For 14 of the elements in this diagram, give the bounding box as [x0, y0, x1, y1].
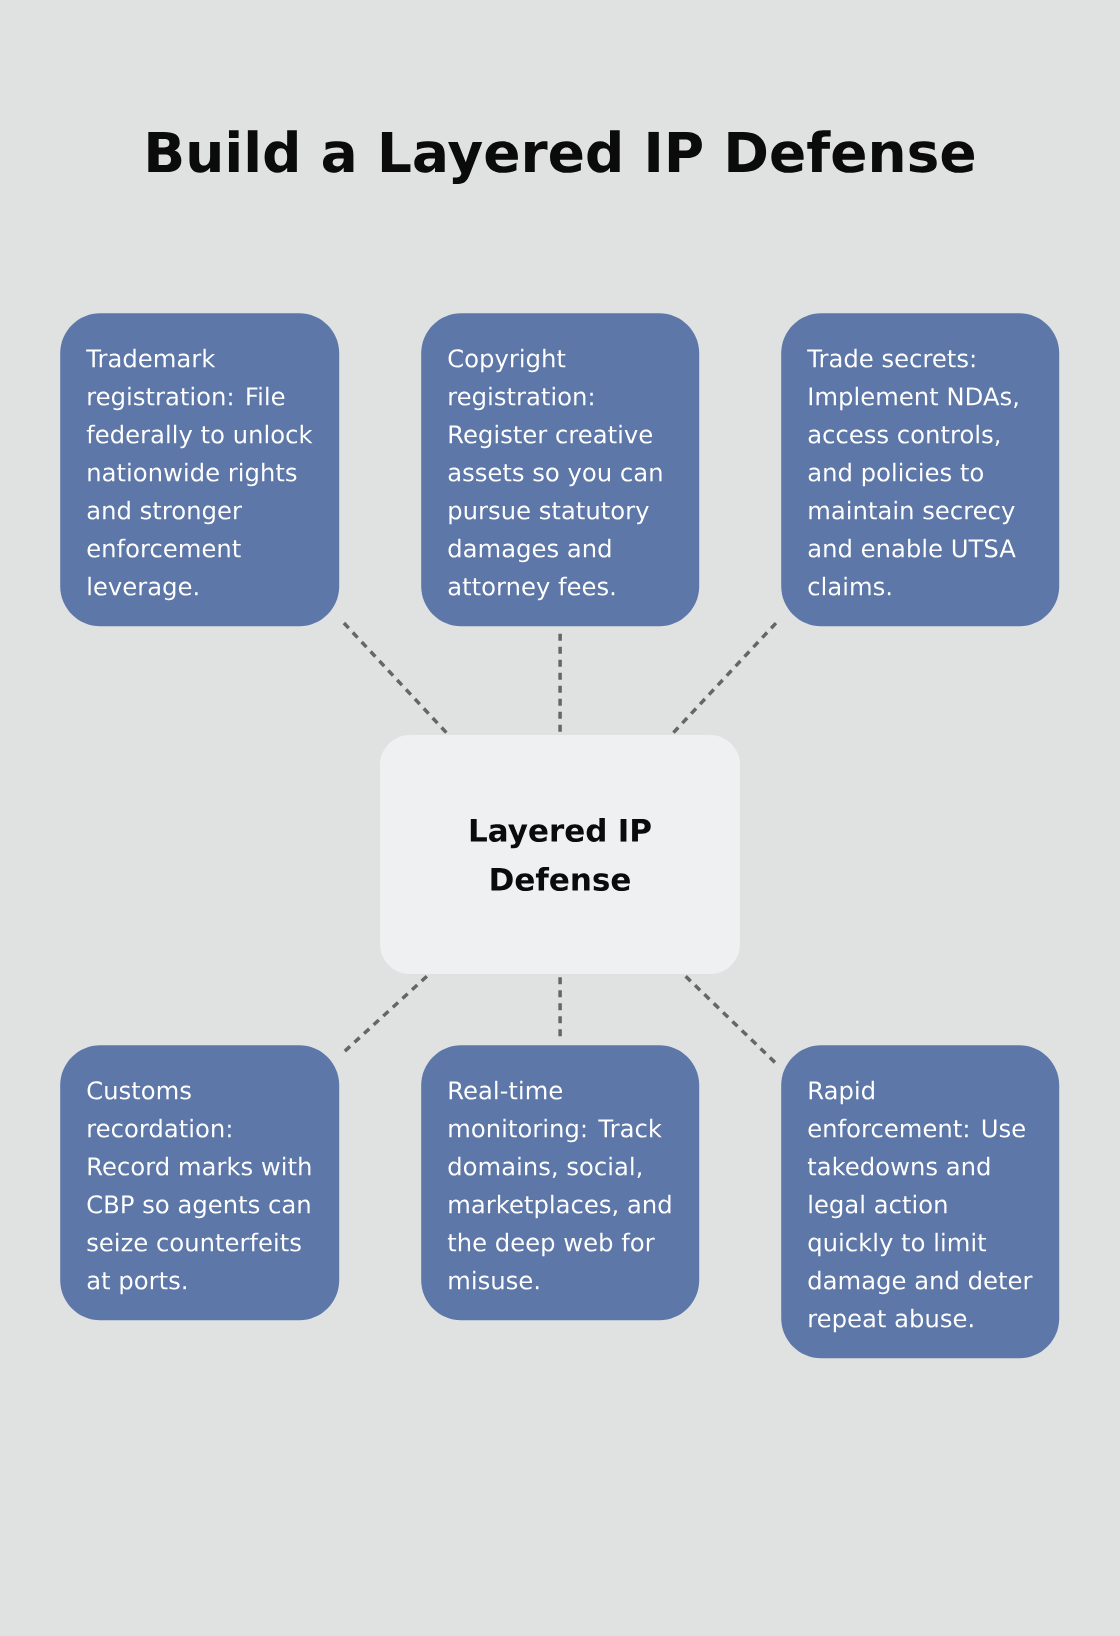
- dashed-line: [342, 621, 448, 734]
- process-box: Trademark registration: File federally to unlock nationwide rights and stronger enforcement leverage.: [60, 313, 340, 627]
- center-box: Layered IP Defense: [380, 735, 740, 974]
- dashed-line: [684, 975, 778, 1066]
- process-box: Copyright registration: Register creative assets so you can pursue statutory damages and attorney fees.: [421, 313, 700, 627]
- process-box: Trade secrets: Implement NDAs, access controls, and policies to maintain secrecy and enable UTSA claims.: [781, 313, 1060, 627]
- dashed-line: [558, 632, 562, 732]
- dashed-line: [672, 620, 779, 734]
- title: Build a Layered IP Defense: [148, 130, 974, 184]
- process-box: Real-time monitoring: Track domains, social, marketplaces, and the deep web for misuse.: [421, 1045, 700, 1321]
- process-box: Customs recordation: Record marks with CBP so agents can seize counterfeits at ports.: [60, 1045, 340, 1321]
- dashed-line: [342, 974, 428, 1054]
- process-box: Rapid enforcement: Use takedowns and legal action quickly to limit damage and deter repeat abuse.: [781, 1045, 1060, 1359]
- dashed-line: [558, 977, 562, 1039]
